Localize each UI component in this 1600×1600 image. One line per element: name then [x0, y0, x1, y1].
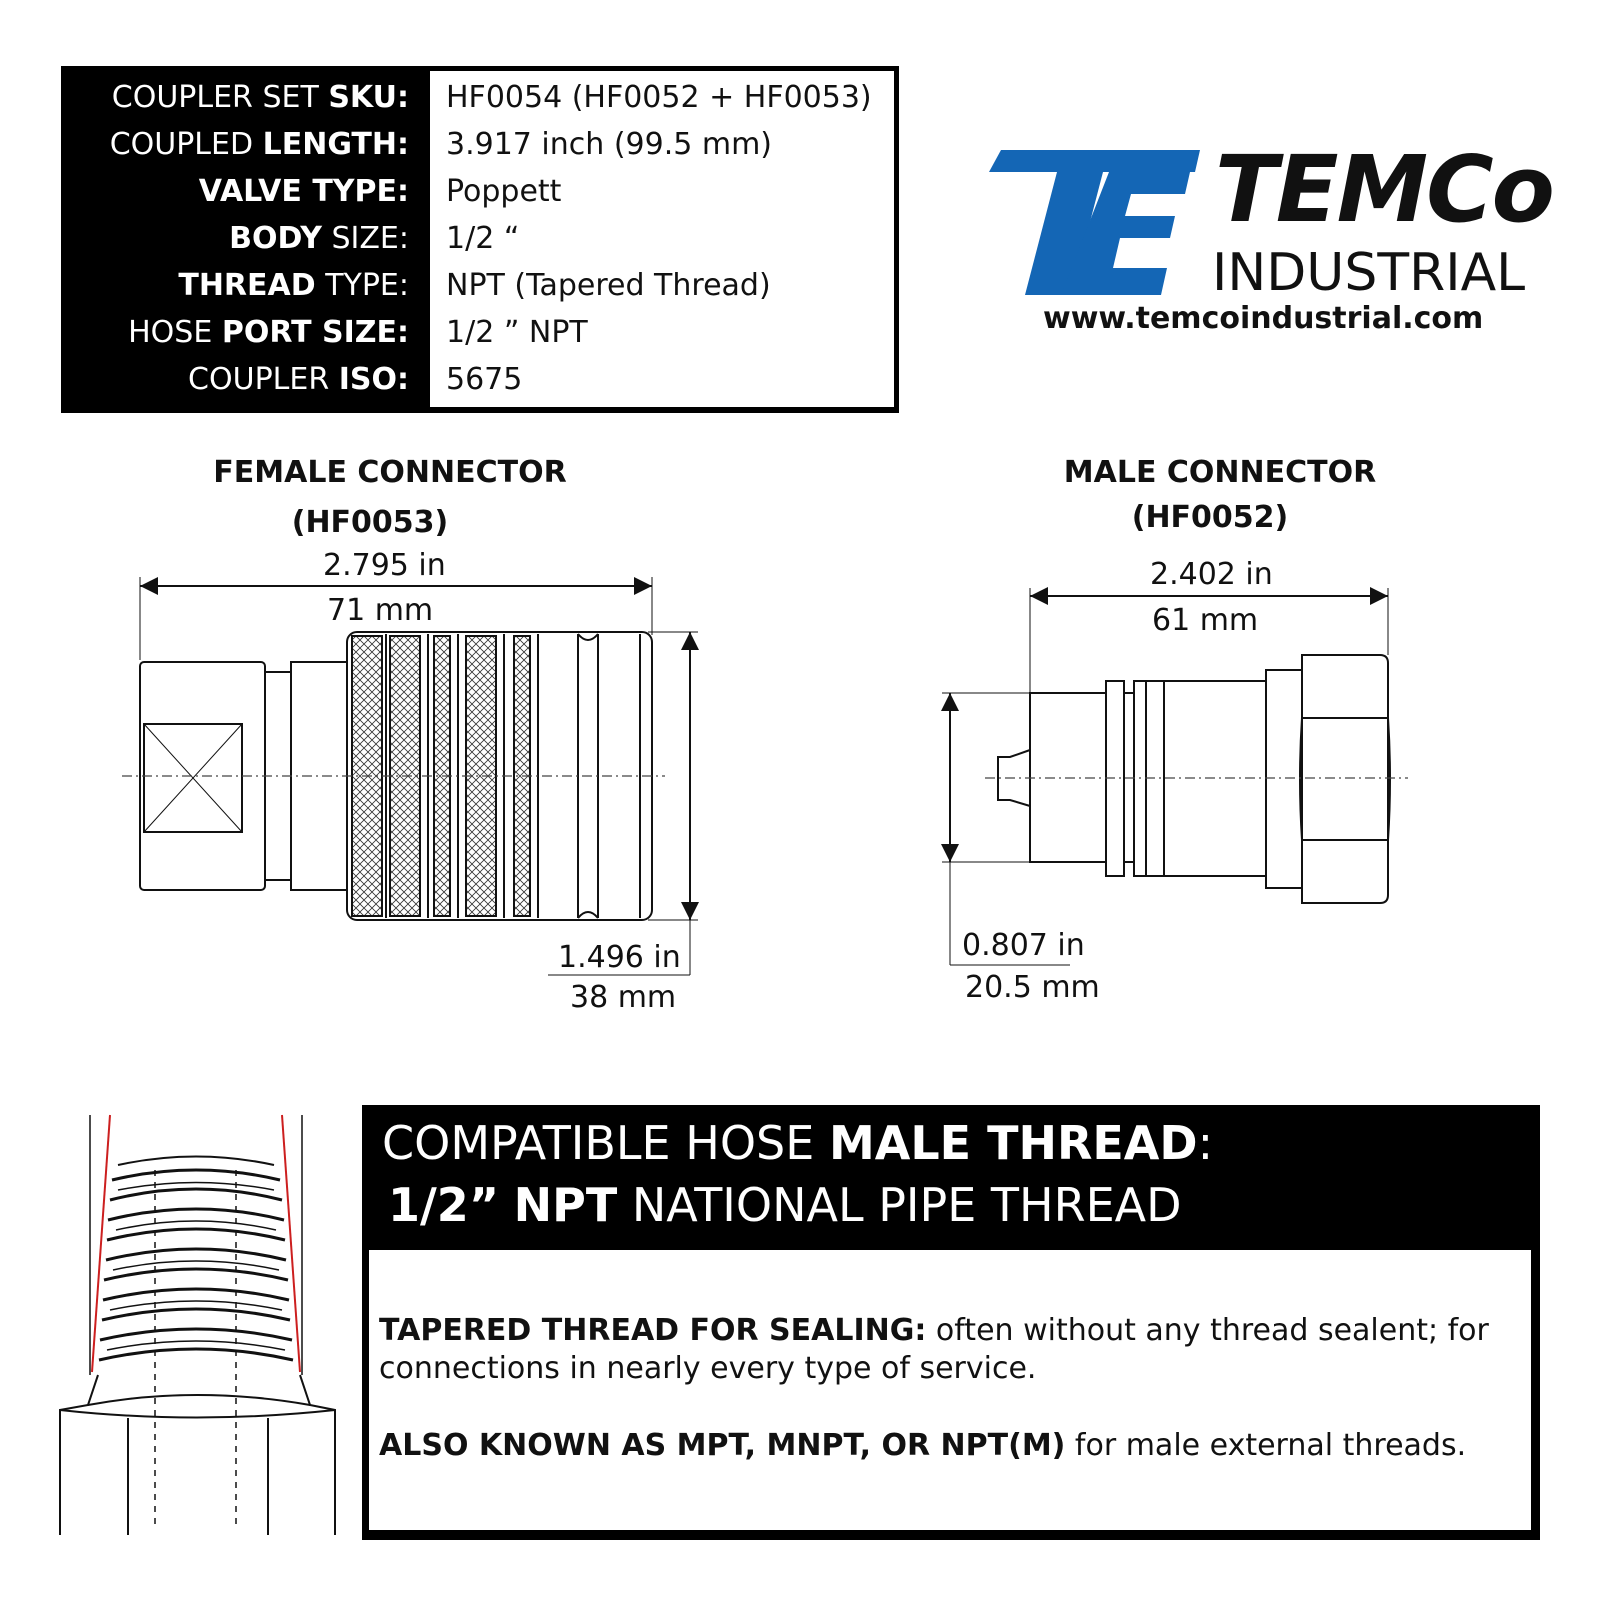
- info-heading-line-1: COMPATIBLE HOSE MALE THREAD:: [382, 1116, 1214, 1170]
- spec-table: COUPLER SET SKU: HF0054 (HF0052 + HF0053…: [61, 66, 899, 413]
- spec-value-port: 1/2 ” NPT: [446, 315, 588, 350]
- male-connector-title: MALE CONNECTOR: [1063, 455, 1377, 490]
- info-paragraph-aka: ALSO KNOWN AS MPT, MNPT, OR NPT(M) for m…: [379, 1428, 1467, 1463]
- temco-logo-name: TEMCo: [1215, 136, 1555, 243]
- temco-logo-mark-icon: [989, 150, 1200, 295]
- spec-values-panel: [430, 71, 894, 407]
- spec-value-valve: Poppett: [446, 174, 562, 209]
- spec-label-thread: THREAD TYPE:: [178, 268, 409, 303]
- female-connector-sku: (HF0053): [291, 505, 449, 540]
- temco-website-url[interactable]: www.temcoindustrial.com: [1043, 301, 1484, 336]
- info-paragraph-tapered: TAPERED THREAD FOR SEALING: often withou…: [379, 1313, 1489, 1386]
- spec-label-port: HOSE PORT SIZE:: [128, 315, 409, 350]
- spec-value-iso: 5675: [446, 362, 523, 397]
- female-diameter-mm: 38 mm: [570, 980, 677, 1015]
- female-connector-title: FEMALE CONNECTOR: [213, 455, 567, 490]
- spec-value-body: 1/2 “: [446, 221, 520, 256]
- spec-value-sku: HF0054 (HF0052 + HF0053): [446, 80, 872, 115]
- info-body: TAPERED THREAD FOR SEALING: often withou…: [369, 1250, 1531, 1530]
- spec-label-length: COUPLED LENGTH:: [109, 127, 409, 162]
- male-connector-drawing: [941, 587, 1391, 966]
- spec-label-sku: COUPLER SET SKU:: [111, 80, 409, 115]
- compatible-thread-info-box: COMPATIBLE HOSE MALE THREAD: 1/2” NPT NA…: [362, 1105, 1540, 1540]
- female-diameter-in: 1.496 in: [558, 940, 681, 975]
- npt-thread-drawing: [59, 1114, 336, 1535]
- male-diameter-mm: 20.5 mm: [965, 970, 1100, 1005]
- male-connector-sku: (HF0052): [1131, 500, 1289, 535]
- spec-value-thread: NPT (Tapered Thread): [446, 268, 771, 303]
- spec-label-iso: COUPLER ISO:: [188, 362, 409, 397]
- male-length-in: 2.402 in: [1150, 557, 1273, 592]
- spec-label-valve: VALVE TYPE:: [198, 174, 409, 209]
- male-length-mm: 61 mm: [1152, 603, 1259, 638]
- spec-label-body: BODY SIZE:: [229, 221, 409, 256]
- male-diameter-in: 0.807 in: [962, 928, 1085, 963]
- female-length-mm: 71 mm: [327, 593, 434, 628]
- temco-logo-sub: INDUSTRIAL: [1212, 243, 1526, 303]
- spec-value-length: 3.917 inch (99.5 mm): [446, 127, 773, 162]
- info-heading-line-2: 1/2” NPT NATIONAL PIPE THREAD: [388, 1178, 1182, 1232]
